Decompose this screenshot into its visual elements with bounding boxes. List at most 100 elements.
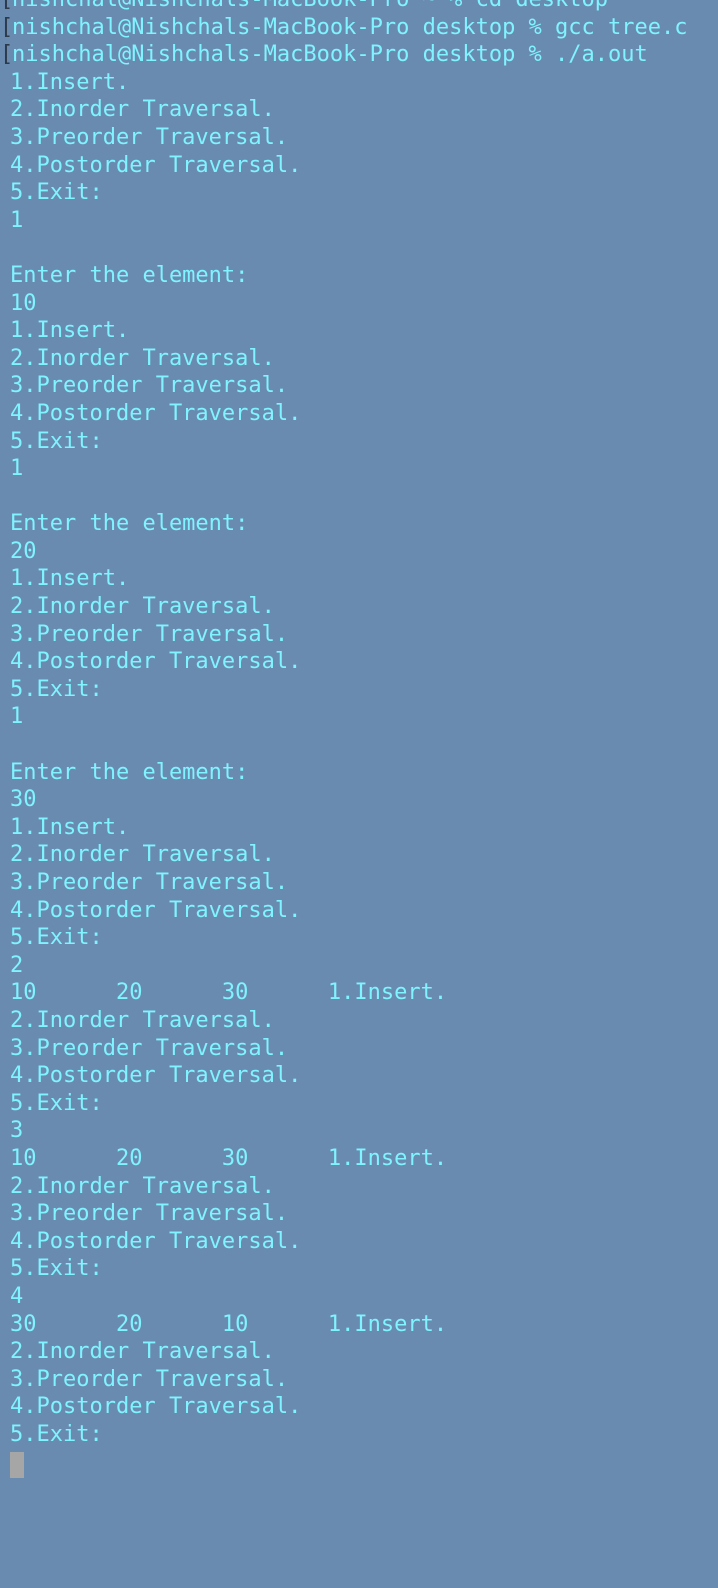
output-line: 2.Inorder Traversal.	[0, 1007, 718, 1035]
output-line: 2.Inorder Traversal.	[0, 345, 718, 373]
line-text: 4.Postorder Traversal.	[10, 1228, 302, 1254]
line-text: 1.Insert.	[10, 69, 130, 95]
output-line: 3.Preorder Traversal.	[0, 1200, 718, 1228]
line-text: 3.Preorder Traversal.	[10, 124, 289, 150]
terminal-output: nishchal@Nishchals-MacBook-Pro ~ % cd de…	[0, 0, 718, 1476]
output-line: 2.Inorder Traversal.	[0, 1173, 718, 1201]
output-line	[0, 234, 718, 262]
output-line: 5.Exit:	[0, 428, 718, 456]
output-line: 20	[0, 538, 718, 566]
line-text: 2.Inorder Traversal.	[10, 594, 275, 620]
line-text: 1	[10, 207, 24, 233]
line-text: 5.Exit:	[10, 1421, 103, 1447]
output-line: 4.Postorder Traversal.	[0, 1062, 718, 1090]
output-line: 10 20 30 1.Insert.	[0, 979, 718, 1007]
prompt-line: nishchal@Nishchals-MacBook-Pro ~ % cd de…	[0, 0, 718, 14]
line-text: 3	[10, 1118, 24, 1144]
line-text: 5.Exit:	[10, 1090, 103, 1116]
output-line: 5.Exit:	[0, 1421, 718, 1449]
output-line: Enter the element:	[0, 510, 718, 538]
output-line: 5.Exit:	[0, 1255, 718, 1283]
line-text: 5.Exit:	[10, 1256, 103, 1282]
output-line	[0, 483, 718, 511]
output-line: 1.Insert.	[0, 69, 718, 97]
output-line: 10 20 30 1.Insert.	[0, 1145, 718, 1173]
line-text: 3.Preorder Traversal.	[10, 621, 289, 647]
line-text: Enter the element:	[10, 262, 249, 288]
output-line: 5.Exit:	[0, 1090, 718, 1118]
line-text: 3.Preorder Traversal.	[10, 1366, 289, 1392]
line-text: 4.Postorder Traversal.	[10, 897, 302, 923]
output-line: 2.Inorder Traversal.	[0, 841, 718, 869]
line-text: Enter the element:	[10, 511, 249, 537]
output-line: 4.Postorder Traversal.	[0, 400, 718, 428]
line-text: 30 20 10 1.Insert.	[10, 1311, 448, 1337]
output-line: Enter the element:	[0, 759, 718, 787]
output-line: 3.Preorder Traversal.	[0, 124, 718, 152]
line-text: 2.Inorder Traversal.	[10, 1173, 275, 1199]
line-text: 3.Preorder Traversal.	[10, 1201, 289, 1227]
line-text: 2.Inorder Traversal.	[10, 1007, 275, 1033]
output-line: 2	[0, 952, 718, 980]
line-text: nishchal@Nishchals-MacBook-Pro ~ % cd de…	[12, 0, 608, 12]
line-text: 4.Postorder Traversal.	[10, 152, 302, 178]
output-line: 3	[0, 1117, 718, 1145]
prompt-line: nishchal@Nishchals-MacBook-Pro desktop %…	[0, 14, 718, 42]
output-line: 4.Postorder Traversal.	[0, 152, 718, 180]
output-line: 2.Inorder Traversal.	[0, 96, 718, 124]
line-text: 5.Exit:	[10, 428, 103, 454]
line-text: 10 20 30 1.Insert.	[10, 1145, 448, 1171]
line-text: 4.Postorder Traversal.	[10, 649, 302, 675]
line-text: 3.Preorder Traversal.	[10, 1035, 289, 1061]
line-text: 2.Inorder Traversal.	[10, 1339, 275, 1365]
output-line: 1	[0, 207, 718, 235]
line-text: 2.Inorder Traversal.	[10, 842, 275, 868]
output-line: 5.Exit:	[0, 924, 718, 952]
line-text: 4	[10, 1283, 24, 1309]
line-text: 1	[10, 704, 24, 730]
output-line: 2.Inorder Traversal.	[0, 593, 718, 621]
output-line: 1.Insert.	[0, 565, 718, 593]
line-text: 4.Postorder Traversal.	[10, 1394, 302, 1420]
prompt-line: nishchal@Nishchals-MacBook-Pro desktop %…	[0, 41, 718, 69]
line-text: Enter the element:	[10, 759, 249, 785]
output-line: 30	[0, 786, 718, 814]
line-text: 5.Exit:	[10, 180, 103, 206]
line-text: nishchal@Nishchals-MacBook-Pro desktop %…	[12, 14, 688, 40]
output-line: 3.Preorder Traversal.	[0, 1035, 718, 1063]
line-text: 1.Insert.	[10, 566, 130, 592]
output-line: 3.Preorder Traversal.	[0, 372, 718, 400]
line-text: 3.Preorder Traversal.	[10, 870, 289, 895]
output-line	[0, 731, 718, 759]
output-line: 4.Postorder Traversal.	[0, 897, 718, 925]
line-text: 10	[10, 290, 37, 316]
output-line: 30 20 10 1.Insert.	[0, 1311, 718, 1339]
line-text: 1.Insert.	[10, 318, 130, 344]
line-text: 1	[10, 456, 24, 482]
output-line: 4	[0, 1283, 718, 1311]
output-line: 1.Insert.	[0, 317, 718, 345]
output-line: 10	[0, 290, 718, 318]
output-line: 4.Postorder Traversal.	[0, 648, 718, 676]
line-text: 5.Exit:	[10, 925, 103, 951]
output-line: 1	[0, 703, 718, 731]
output-line: 1	[0, 455, 718, 483]
input-line[interactable]	[0, 1448, 718, 1479]
output-line: 4.Postorder Traversal.	[0, 1228, 718, 1256]
line-text: 2.Inorder Traversal.	[10, 97, 275, 123]
output-line: 5.Exit:	[0, 179, 718, 207]
line-text: 2.Inorder Traversal.	[10, 345, 275, 371]
line-text: 4.Postorder Traversal.	[10, 1063, 302, 1089]
output-line: 3.Preorder Traversal.	[0, 621, 718, 649]
line-text: 10 20 30 1.Insert.	[10, 980, 448, 1006]
output-line: 2.Inorder Traversal.	[0, 1338, 718, 1366]
output-line: 3.Preorder Traversal.	[0, 869, 718, 897]
line-text: 20	[10, 538, 37, 564]
output-line: Enter the element:	[0, 262, 718, 290]
line-text: 3.Preorder Traversal.	[10, 373, 289, 399]
line-text: 5.Exit:	[10, 676, 103, 702]
line-text: 1.Insert.	[10, 814, 130, 840]
output-line: 3.Preorder Traversal.	[0, 1366, 718, 1394]
line-text: 4.Postorder Traversal.	[10, 400, 302, 426]
